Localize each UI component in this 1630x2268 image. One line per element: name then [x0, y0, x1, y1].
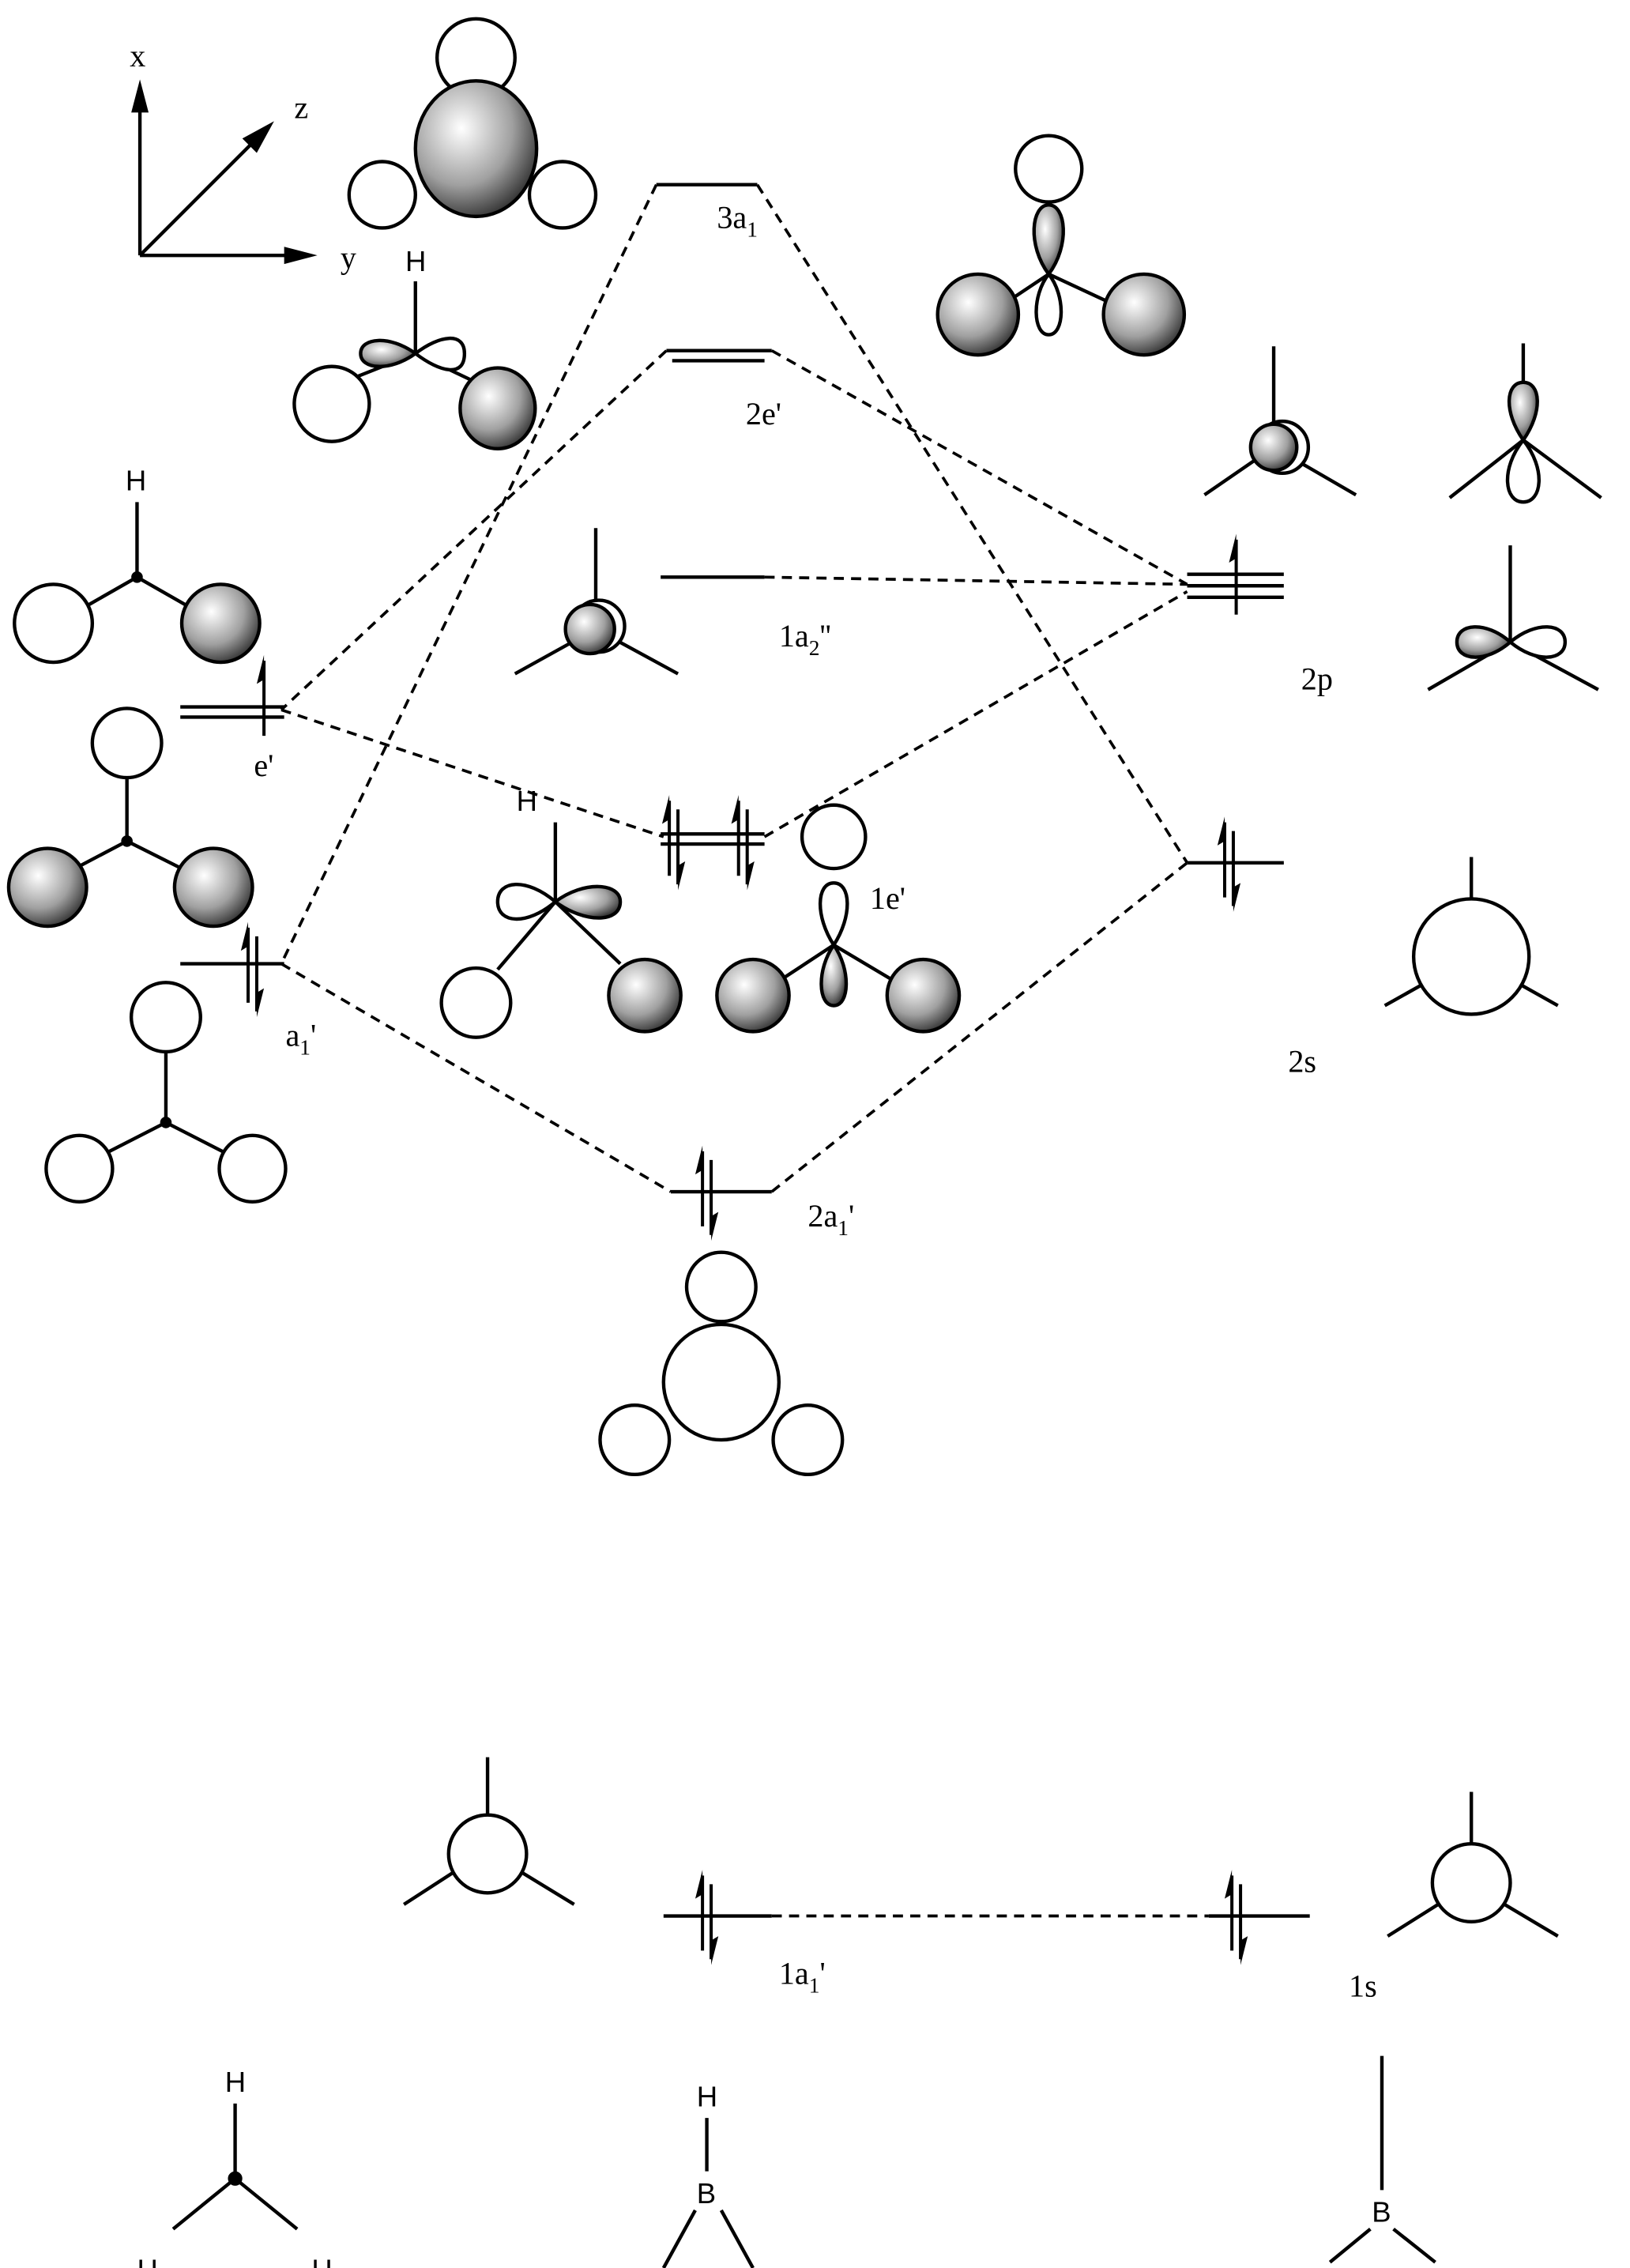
bh3-molecule-structure: H B H H — [615, 2080, 804, 2268]
level-1a1: 1a1' — [663, 1870, 826, 1997]
level-label-1a1: 1a1' — [779, 1955, 826, 1997]
electron-pair-arrows — [241, 922, 264, 1017]
level-label-1a2: 1a2'' — [779, 618, 831, 660]
orbital-1a1-left — [402, 1757, 575, 1906]
level-label-2p: 2p — [1301, 661, 1333, 697]
axis-label-z: z — [294, 90, 308, 126]
level-label-1e: 1e' — [870, 880, 905, 916]
atom-label-h: H — [126, 465, 146, 497]
orbital-2p-y — [1427, 545, 1599, 691]
atom-label-b: B — [697, 2177, 716, 2210]
level-label-2a1: 2a1' — [807, 1198, 854, 1240]
level-1s: 1s — [1208, 1870, 1377, 2004]
orbital-2p-z — [1203, 346, 1357, 497]
orbital-2a1 — [598, 1250, 845, 1477]
level-label-2e: 2e' — [746, 396, 781, 431]
orbital-3a1-right — [935, 134, 1187, 357]
atom-label-h: H — [137, 2254, 157, 2268]
level-label-e: e' — [254, 748, 273, 783]
orbital-3a1-left — [347, 17, 598, 230]
level-2p: 2p — [1187, 534, 1333, 697]
atom-label-h: H — [225, 2066, 246, 2098]
atom-label-h: H — [697, 2080, 717, 2112]
axis-label-y: y — [341, 240, 356, 276]
level-label-2s: 2s — [1288, 1043, 1316, 1079]
h3-fragment-structure: H H H — [137, 2066, 332, 2268]
orbital-2p-x — [1448, 343, 1602, 504]
atom-label-h: H — [311, 2254, 332, 2268]
level-3a1: 3a1 — [656, 183, 758, 241]
correlation-lines — [280, 183, 1209, 1918]
level-1a2: 1a2'' — [661, 575, 831, 660]
level-2a1: 2a1' — [670, 1146, 854, 1241]
orbital-1e-right — [715, 803, 962, 1034]
electron-up-arrow — [257, 655, 264, 736]
atom-label-b: B — [1372, 2196, 1391, 2228]
orbital-2e-left: H — [292, 245, 537, 451]
orbital-1a2 — [514, 528, 679, 676]
level-label-a1: a1' — [285, 1018, 316, 1060]
coordinate-axes: x z y — [130, 38, 356, 276]
level-2s: 2s — [1187, 816, 1316, 1079]
orbital-e-fragment-1: H — [13, 465, 262, 665]
level-label-1s: 1s — [1349, 1968, 1377, 2004]
atom-label-h: H — [405, 245, 426, 277]
orbital-e-fragment-2 — [6, 706, 254, 929]
level-2e: 2e' — [666, 348, 781, 431]
orbital-2s — [1383, 857, 1559, 1016]
axis-label-x: x — [130, 38, 145, 73]
orbital-1s — [1387, 1791, 1559, 1938]
orbital-1e-left: H — [439, 785, 683, 1039]
level-a1: a1' — [180, 922, 316, 1060]
level-e: e' — [180, 655, 284, 783]
level-label-3a1: 3a1 — [717, 199, 758, 241]
level-1e: 1e' — [661, 795, 905, 916]
b-atom-structure: B — [1328, 2055, 1436, 2264]
orbital-a1-fragment — [44, 981, 288, 1204]
atom-label-h: H — [517, 785, 537, 817]
